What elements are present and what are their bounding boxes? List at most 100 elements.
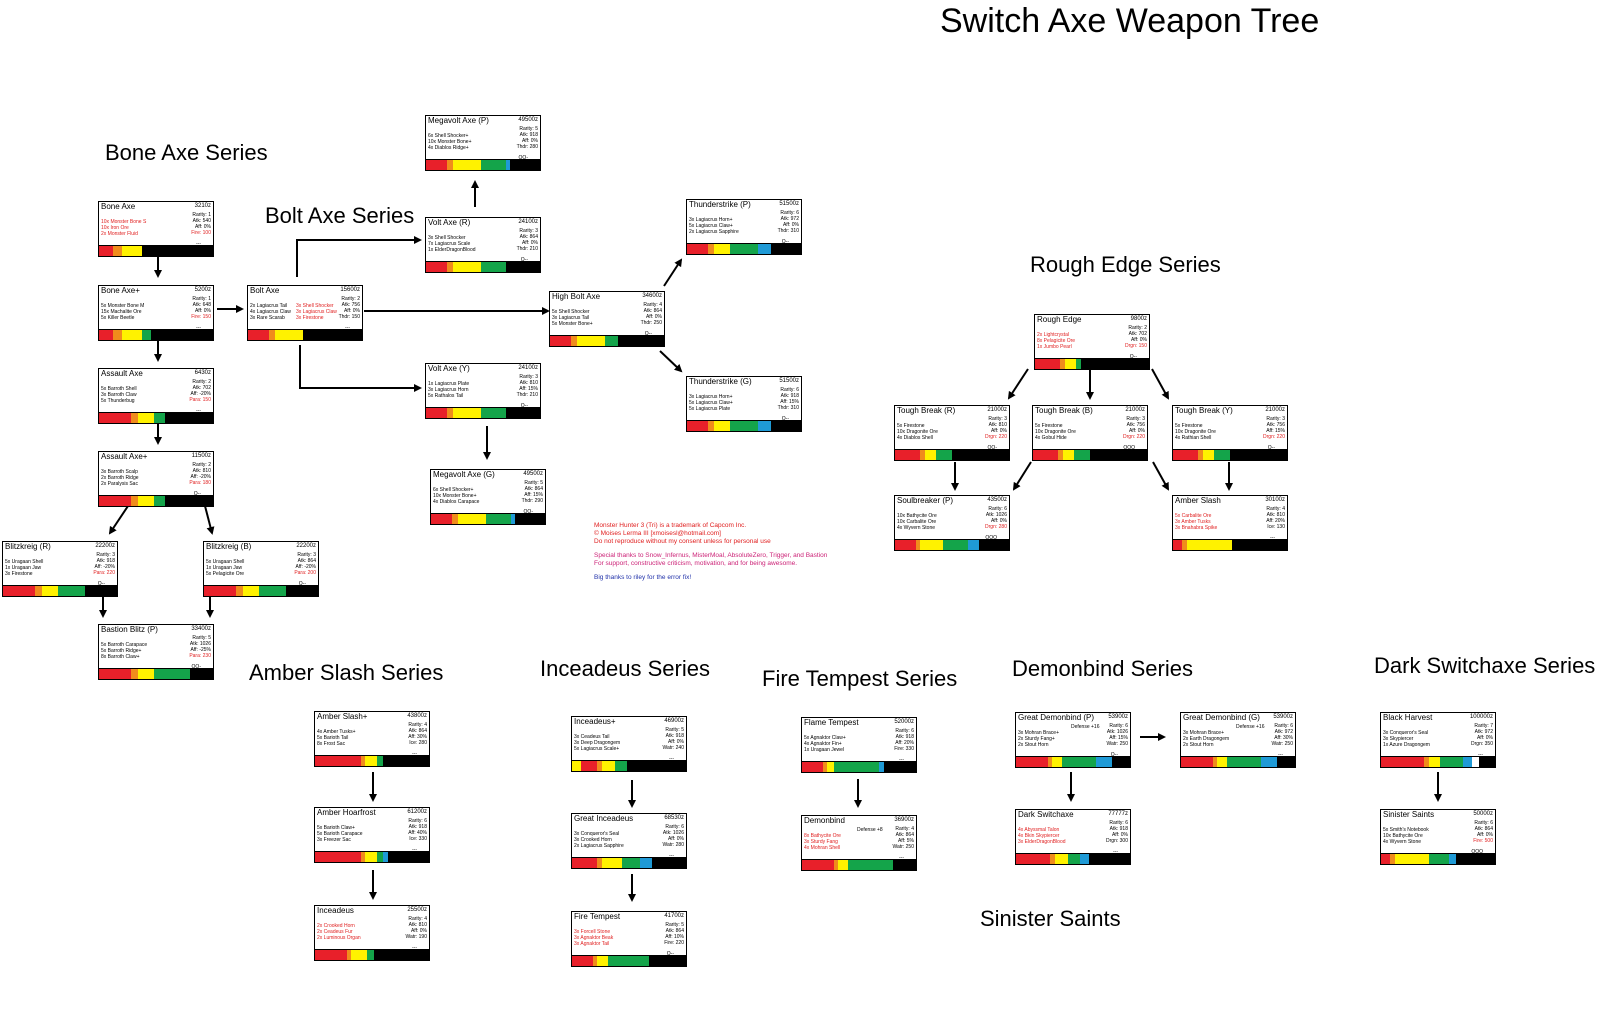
sharpness-segment — [572, 761, 582, 771]
material-item: 8x Pelagicite Ore — [1037, 338, 1076, 344]
material-item: 5x Barioth Carapace — [317, 831, 363, 837]
sharpness-segment — [838, 860, 848, 870]
credits-line: Special thanks to Snow_Infernus, MisterM… — [594, 552, 828, 559]
sharpness-segment — [1381, 854, 1391, 864]
connector-arrow — [659, 350, 683, 373]
stat-line: Rarity: 5 — [524, 480, 543, 486]
slot-indicator: O-- — [666, 951, 674, 957]
sharpness-segment — [426, 408, 447, 418]
sharpness-segment — [572, 858, 598, 868]
material-item: 3x Ceadeus Tail — [574, 734, 610, 740]
stat-line: Atk: 864 — [665, 928, 684, 934]
stat-line: Para: 200 — [294, 570, 316, 576]
material-item: 3x Mohran Brace+ — [1183, 730, 1224, 736]
stat-line: Aff: -20% — [190, 474, 211, 480]
material-item: 3x Lagiacrus Claw — [296, 309, 337, 315]
material-item: 7x Lagiacrus Scale — [428, 241, 471, 247]
sharpness-segment — [915, 540, 921, 550]
stat-line: Rarity: 6 — [1109, 820, 1128, 826]
sharpness-segment — [365, 756, 377, 766]
sharpness-segment — [376, 756, 384, 766]
sharpness-segment — [99, 496, 131, 506]
sharpness-segment — [895, 450, 921, 460]
weapon-price: 21000z — [987, 407, 1007, 413]
sharpness-bar — [1381, 756, 1495, 767]
sharpness-segment — [1062, 450, 1075, 460]
sharpness-bar — [426, 159, 540, 170]
stat-line: Aff: 30% — [408, 734, 427, 740]
sharpness-segment — [714, 244, 731, 254]
stat-line: Rarity: 5 — [665, 922, 684, 928]
material-item: 2x Lagiacrus Sapphire — [689, 229, 739, 235]
weapon-price: 9800z — [1130, 316, 1147, 322]
weapon-name: Bone Axe — [101, 202, 136, 211]
sharpness-segment — [847, 860, 894, 870]
stat-line: Watr: 190 — [405, 934, 428, 940]
sharpness-segment — [622, 858, 641, 868]
sharpness-segment — [41, 586, 58, 596]
material-item: 1x ElderDragonBlood — [428, 247, 476, 253]
sharpness-segment — [165, 496, 213, 506]
slot-indicator: --- — [412, 945, 417, 951]
material-item: 4x Abyssmal Talon — [1018, 827, 1060, 833]
sharpness-segment — [1079, 854, 1089, 864]
stat-line: Drgn: 350 — [1471, 741, 1493, 747]
sharpness-segment — [1173, 450, 1199, 460]
defense-bonus: Defense +16 — [1236, 724, 1265, 730]
sharpness-bar — [1173, 539, 1287, 550]
stat-line: Rarity: 4 — [408, 722, 427, 728]
sharpness-bar — [204, 585, 318, 596]
material-item: 5x Uragaan Shell — [5, 559, 44, 565]
slot-indicator: OO- — [191, 664, 201, 670]
sharpness-bar — [426, 407, 540, 418]
material-item: 3x Lagiacrus Horn+ — [689, 394, 733, 400]
sharpness-segment — [480, 408, 506, 418]
material-item: 3x Deep Dragongem — [574, 740, 621, 746]
sharpness-bar — [431, 513, 545, 524]
stat-line: Thdr: 150 — [338, 314, 360, 320]
stat-line: Thdr: 310 — [777, 405, 799, 411]
sharpness-segment — [649, 956, 686, 966]
weapon-name: Thunderstrike (G) — [689, 377, 752, 386]
weapon-price: 53900z — [1273, 714, 1293, 720]
